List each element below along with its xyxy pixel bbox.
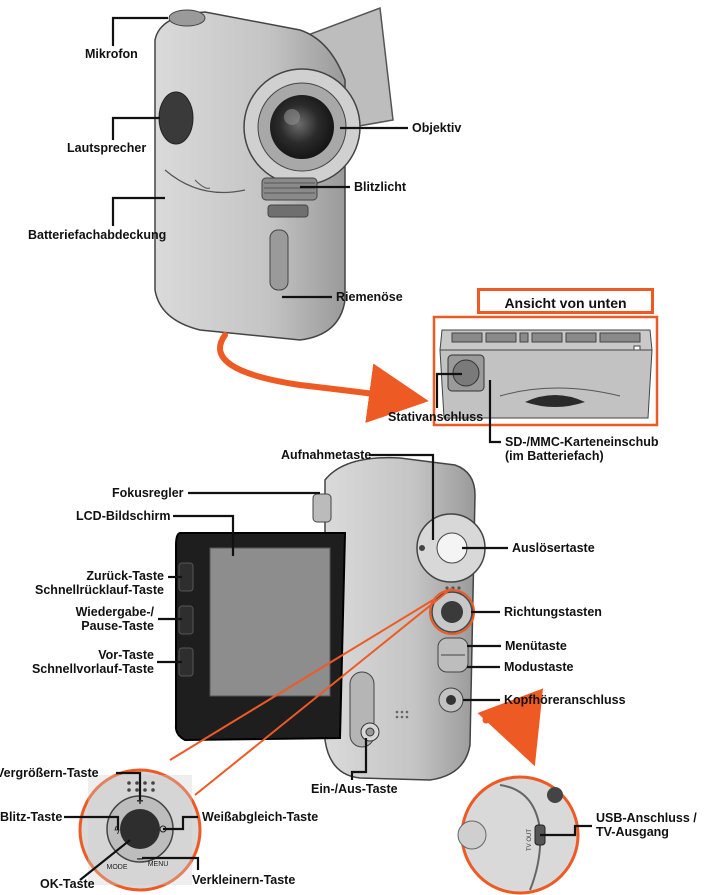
- device-menu-print: MENU: [148, 861, 169, 868]
- device-tvout-print: TV OUT: [527, 829, 533, 851]
- label-vor-line1: Vor-Taste: [98, 648, 154, 662]
- label-weissabgleich: Weißabgleich-Taste: [202, 810, 319, 824]
- label-blitzlicht: Blitzlicht: [354, 180, 407, 194]
- strap-slot: [269, 229, 289, 291]
- device-minus-print: –: [137, 851, 144, 865]
- label-sd-line1: SD-/MMC-Karteneinschub: [505, 435, 659, 449]
- camcorder-back-view: [174, 456, 486, 781]
- label-stativanschluss: Stativanschluss: [388, 410, 484, 424]
- label-wiedergabe-line1: Wiedergabe-/: [75, 605, 154, 619]
- label-ein-aus: Ein-/Aus-Taste: [311, 782, 398, 796]
- bottom-view: [432, 315, 659, 427]
- label-modustaste: Modustaste: [504, 660, 574, 674]
- label-usb-line2: TV-Ausgang: [596, 825, 669, 839]
- label-zurueck-line1: Zurück-Taste: [86, 569, 164, 583]
- label-fokusregler: Fokusregler: [112, 486, 184, 500]
- ok-button-small: [441, 601, 463, 623]
- leader-lines: [64, 16, 592, 881]
- label-riemenoese: Riemenöse: [336, 290, 403, 304]
- flash-window: [261, 177, 318, 201]
- speaker-slot: [158, 91, 194, 145]
- orange-arrow-top: [217, 332, 429, 423]
- label-richtungstasten: Richtungstasten: [504, 605, 602, 619]
- label-lautsprecher: Lautsprecher: [67, 141, 147, 155]
- label-batteriefachabdeckung: Batteriefachabdeckung: [28, 228, 167, 242]
- usb-zoom-circle: TV OUT: [457, 775, 580, 895]
- label-ausloesertaste: Auslösertaste: [512, 541, 595, 555]
- lcd-screen: [209, 547, 331, 697]
- focus-lever: [312, 493, 332, 523]
- label-menuetaste: Menütaste: [505, 639, 567, 653]
- ok-button-zoom: [120, 809, 160, 849]
- label-sd-line2: (im Batteriefach): [505, 449, 604, 463]
- label-ok-taste: OK-Taste: [40, 877, 95, 891]
- label-verkleinern: Verkleinern-Taste: [192, 873, 296, 887]
- label-lcd-bildschirm: LCD-Bildschirm: [76, 509, 171, 523]
- bottom-view-title-box: Ansicht von unten: [477, 288, 654, 314]
- orange-arrow-bottom: [477, 688, 544, 767]
- microphone-grille: [168, 9, 206, 27]
- label-zurueck-line2: Schnellrücklauf-Taste: [35, 583, 164, 597]
- label-ansicht-von-unten: Ansicht von unten: [504, 295, 627, 311]
- label-usb-line1: USB-Anschluss /: [596, 811, 697, 825]
- device-plus-print: +: [136, 794, 143, 808]
- label-objektiv: Objektiv: [412, 121, 462, 135]
- label-wiedergabe-line2: Pause-Taste: [81, 619, 154, 633]
- svg-text:ϟ: ϟ: [113, 824, 120, 837]
- label-blitz-taste: Blitz-Taste: [0, 810, 63, 824]
- card-slot: [525, 395, 585, 407]
- lens-glass: [270, 95, 334, 159]
- label-aufnahmetaste: Aufnahmetaste: [281, 448, 372, 462]
- label-mikrofon: Mikrofon: [85, 47, 138, 61]
- label-vor-line2: Schnellvorlauf-Taste: [31, 662, 154, 676]
- camcorder-top-view: [154, 6, 394, 341]
- label-vergroessern: Vergrößern-Taste: [0, 766, 99, 780]
- device-mode-print: MODE: [107, 864, 128, 871]
- label-kopfhoereranschluss: Kopfhöreranschluss: [504, 693, 626, 707]
